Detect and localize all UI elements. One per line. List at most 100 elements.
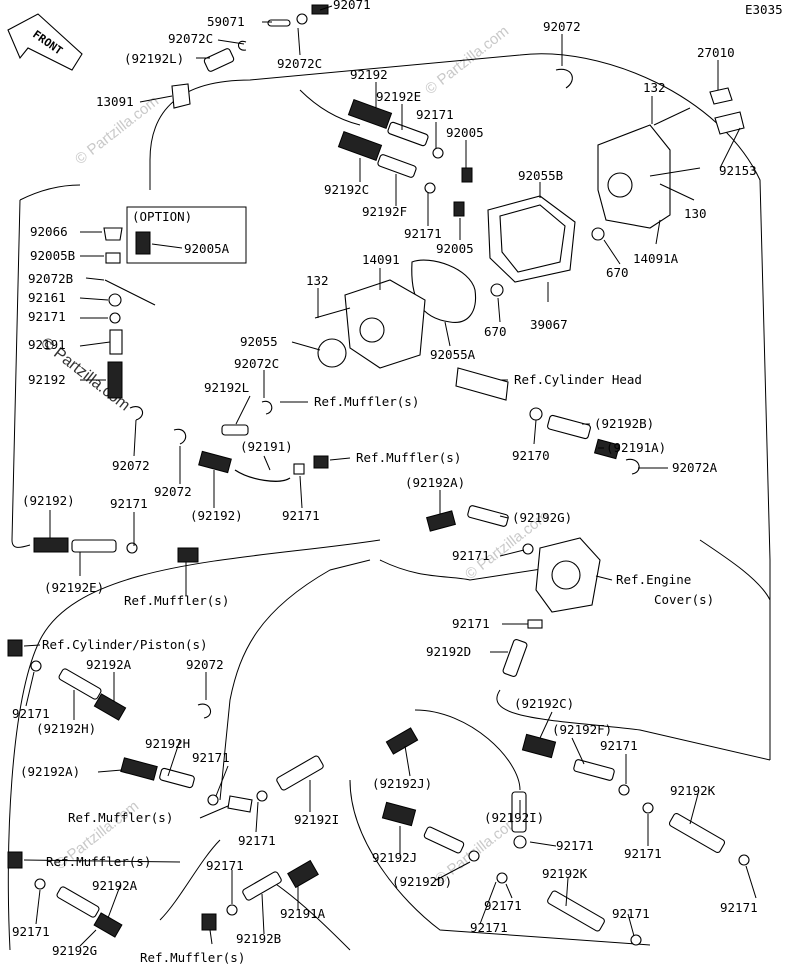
- plug-part: [105, 252, 121, 264]
- hose-part: [56, 886, 100, 918]
- part-label: 92191A: [280, 906, 326, 921]
- oring-part: [317, 338, 347, 368]
- part-label: (92192A): [20, 764, 80, 779]
- tee-part: [227, 795, 253, 813]
- spring-part: [385, 727, 419, 755]
- clip-part: [296, 13, 308, 25]
- ref-label: Ref.Muffler(s): [68, 810, 173, 825]
- part-label: 132: [306, 273, 329, 288]
- part-label: 92055A: [430, 347, 476, 362]
- part-label: 92171: [28, 309, 66, 324]
- clamp-part: [34, 878, 46, 890]
- part-label: (92192A): [405, 475, 465, 490]
- part-label: 92192A: [86, 657, 132, 672]
- part-label: 92171: [238, 833, 276, 848]
- washer-part: [108, 293, 122, 307]
- part-label: 92171: [404, 226, 442, 241]
- part-label: 92171: [452, 616, 490, 631]
- nipple-part: [453, 201, 465, 217]
- clamp-part: [630, 934, 642, 946]
- hose-part: [58, 668, 102, 700]
- part-label: 92071: [333, 0, 371, 12]
- part-label: 92192H: [145, 736, 190, 751]
- spring-part: [120, 757, 158, 781]
- option-box: (OPTION): [126, 206, 247, 264]
- part-label: (92192L): [124, 51, 184, 66]
- pin-part: [267, 19, 291, 27]
- part-label: (92192I): [484, 810, 544, 825]
- part-label: (92192): [190, 508, 243, 523]
- parts: [7, 4, 750, 946]
- part-label: 92192K: [542, 866, 588, 881]
- hose-part: [547, 890, 605, 932]
- hose-part: [668, 812, 726, 854]
- spring-part: [198, 450, 232, 474]
- hose-part: [203, 48, 235, 72]
- hose-part: [159, 767, 195, 789]
- part-label: 92153: [719, 163, 757, 178]
- part-label: 92192B: [236, 931, 281, 946]
- hose-part: [502, 638, 528, 678]
- part-label: 92171: [416, 107, 454, 122]
- part-label: 92192J: [372, 850, 417, 865]
- hose-part: [423, 826, 465, 854]
- part-label: (92192C): [514, 696, 574, 711]
- part-label: 92192A: [92, 878, 138, 893]
- part-label: (92192G): [512, 510, 572, 525]
- ref-label: Ref.Cylinder Head: [514, 372, 642, 387]
- option-label: (OPTION): [132, 209, 192, 224]
- part-label: 92072C: [277, 56, 322, 71]
- part-label: 92072C: [168, 31, 213, 46]
- clamp-part: [522, 543, 534, 555]
- part-label: 92171: [600, 738, 638, 753]
- part-label: 92171: [192, 750, 230, 765]
- part-label: 92171: [612, 906, 650, 921]
- spring-part: [593, 438, 621, 460]
- ref-label: Ref.Muffler(s): [46, 854, 151, 869]
- clip-part: [625, 458, 640, 475]
- clamp-part: [738, 854, 750, 866]
- reference-labels: Ref.Cylinder Head Ref.Muffler(s) Ref.Muf…: [42, 372, 714, 964]
- spring-part: [107, 361, 123, 399]
- spring-part: [381, 801, 417, 827]
- part-label: 92171: [470, 920, 508, 935]
- clip-part: [197, 703, 212, 719]
- ref-label: Ref.Muffler(s): [124, 593, 229, 608]
- clip-part: [261, 400, 273, 415]
- hose-part: [547, 414, 591, 440]
- part-label: 13091: [96, 94, 134, 109]
- cover-part: [597, 124, 671, 229]
- part-label: (92192F): [552, 722, 612, 737]
- oring-part: [490, 283, 504, 297]
- clamp-part: [527, 619, 543, 629]
- part-label: 92171: [12, 924, 50, 939]
- fitting-part: [135, 231, 151, 255]
- hose-part: [467, 505, 509, 527]
- diagram-code: E3035: [745, 2, 783, 17]
- ref-label: Ref.Muffler(s): [356, 450, 461, 465]
- part-label: 92192E: [376, 89, 421, 104]
- part-label: 92171: [624, 846, 662, 861]
- part-label: 39067: [530, 317, 568, 332]
- clamp-part: [513, 835, 527, 849]
- part-label: 92055: [240, 334, 278, 349]
- part-label: (92192B): [594, 416, 654, 431]
- clamp-part: [432, 147, 444, 159]
- part-label: 92192L: [204, 380, 249, 395]
- clip-part: [555, 68, 573, 89]
- cap-part: [171, 83, 191, 109]
- clamp-part: [424, 182, 436, 194]
- ref-label: Cover(s): [654, 592, 714, 607]
- part-label: 92005B: [30, 248, 75, 263]
- leader-lines: [23, 5, 757, 947]
- part-label: 92055B: [518, 168, 563, 183]
- ref-label: Ref.Muffler(s): [140, 950, 245, 964]
- clamp-part: [256, 790, 268, 802]
- part-label: 92072: [112, 458, 150, 473]
- outline-lines: [7, 53, 771, 951]
- part-label: 92171: [556, 838, 594, 853]
- clamp-part: [226, 904, 238, 916]
- clamp-part: [468, 850, 480, 862]
- spring-part: [33, 537, 69, 553]
